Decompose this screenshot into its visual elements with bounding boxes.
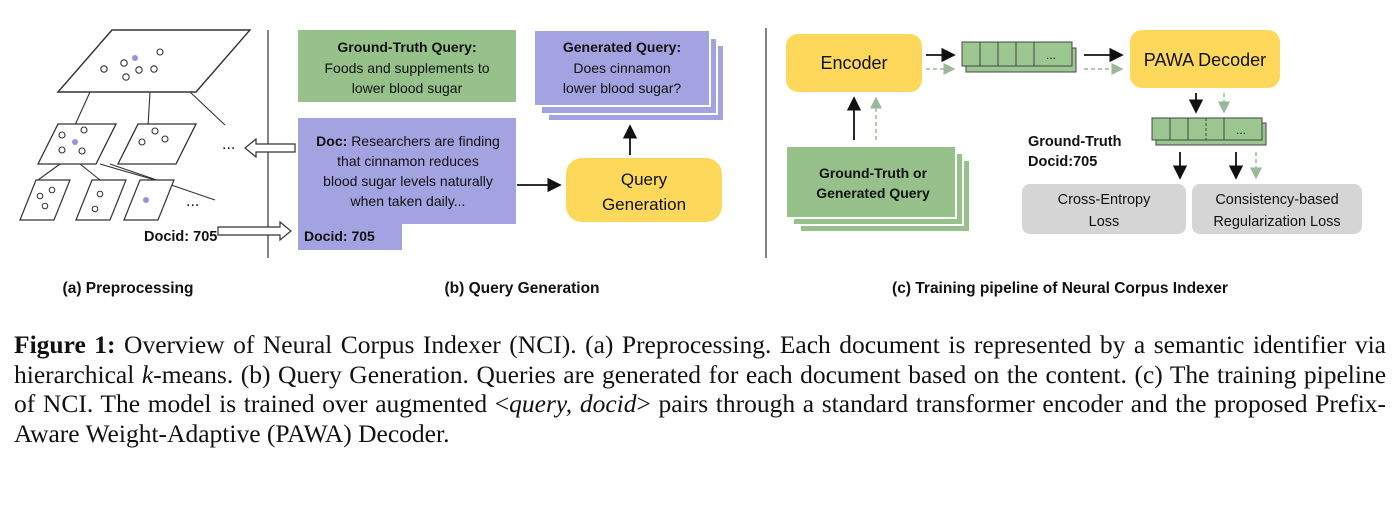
caption-label: Figure 1: [14,330,116,359]
caption-query-italic: query, [509,389,573,418]
caption-part2: -means. (b) Query Generation. Queries ar… [14,359,1387,419]
qg-line1: Query [621,170,668,189]
caption-k: k [141,359,154,389]
gt-query-line2: lower blood sugar [352,80,463,96]
hollow-arrow-right [217,220,292,242]
caption-docid-italic: docid [579,389,637,418]
query-line2: Generated Query [816,185,930,201]
ellipsis-mid: ... [222,136,235,153]
figure-caption: Figure 1: Overview of Neural Corpus Inde… [14,330,1386,448]
encoder-output-sequence: ... [961,41,1077,73]
query-line1: Ground-Truth or [819,165,928,181]
training-query-box [785,145,957,219]
reg-line1: Consistency-based [1215,192,1338,208]
gt-docid-line1: Ground-Truth [1028,134,1121,150]
gt-query-title: Ground-Truth Query: [337,39,476,55]
pawa-decoder-box [1130,30,1280,88]
doc-docid: Docid: 705 [304,228,375,244]
dec-seq-ellipsis: ... [1236,123,1246,137]
document-box [298,118,516,250]
enc-seq-ellipsis: ... [1046,48,1056,62]
subcaption-c: (c) Training pipeline of Neural Corpus I… [892,280,1228,297]
query-generation-box [566,158,722,222]
svg-text:Doc: Researchers are finding: Doc: Researchers are finding [316,133,500,149]
regularization-loss-box [1192,184,1362,234]
ellipsis-low: ... [186,193,199,210]
panel-b-query-generation: Ground-Truth Query: Foods and supplement… [298,29,725,297]
panel-a-preprocessing: ... ... Docid: 705 (a) Preprocessing [19,29,296,297]
panel-c-training-pipeline: Encoder ... PAWA Decoder [785,30,1362,297]
doc-line1: Researchers are finding [351,133,500,149]
gt-query-line1: Foods and supplements to [325,60,490,76]
doc-prefix: Doc: [316,133,347,149]
caption-part1: Overview of Neural Corpus Indexer (NCI).… [14,330,1387,389]
doc-line2: that cinnamon reduces [337,153,479,169]
preprocessing-docid: Docid: 705 [144,229,217,245]
hollow-arrow-left [244,137,296,159]
subcaption-b: (b) Query Generation [444,280,599,297]
decoder-label: PAWA Decoder [1144,50,1266,70]
doc-line4: when taken daily... [350,193,466,209]
doc-line3: blood sugar levels naturally [323,173,493,189]
gen-query-line2: lower blood sugar? [563,80,682,96]
root-cluster-plane [56,29,252,93]
cross-entropy-loss-box [1022,184,1186,234]
ce-line1: Cross-Entropy [1058,192,1151,208]
docid-output-sequence: ... [1151,117,1267,146]
gt-docid-line2: Docid:705 [1028,154,1097,170]
figure-diagram: ... ... Docid: 705 (a) Preprocessing Gro… [19,28,1362,297]
ground-truth-query-box [298,30,516,102]
encoder-label: Encoder [820,53,887,73]
ce-line2: Loss [1089,214,1120,230]
subcaption-a: (a) Preprocessing [63,280,194,297]
caption-part3: > pairs through a standard transformer e… [14,389,1387,448]
gen-query-title: Generated Query: [563,39,681,55]
reg-line2: Regularization Loss [1213,214,1340,230]
qg-line2: Generation [602,195,686,214]
gen-query-line1: Does cinnamon [573,60,670,76]
encoder-box [786,34,922,92]
generated-query-box [533,29,711,107]
